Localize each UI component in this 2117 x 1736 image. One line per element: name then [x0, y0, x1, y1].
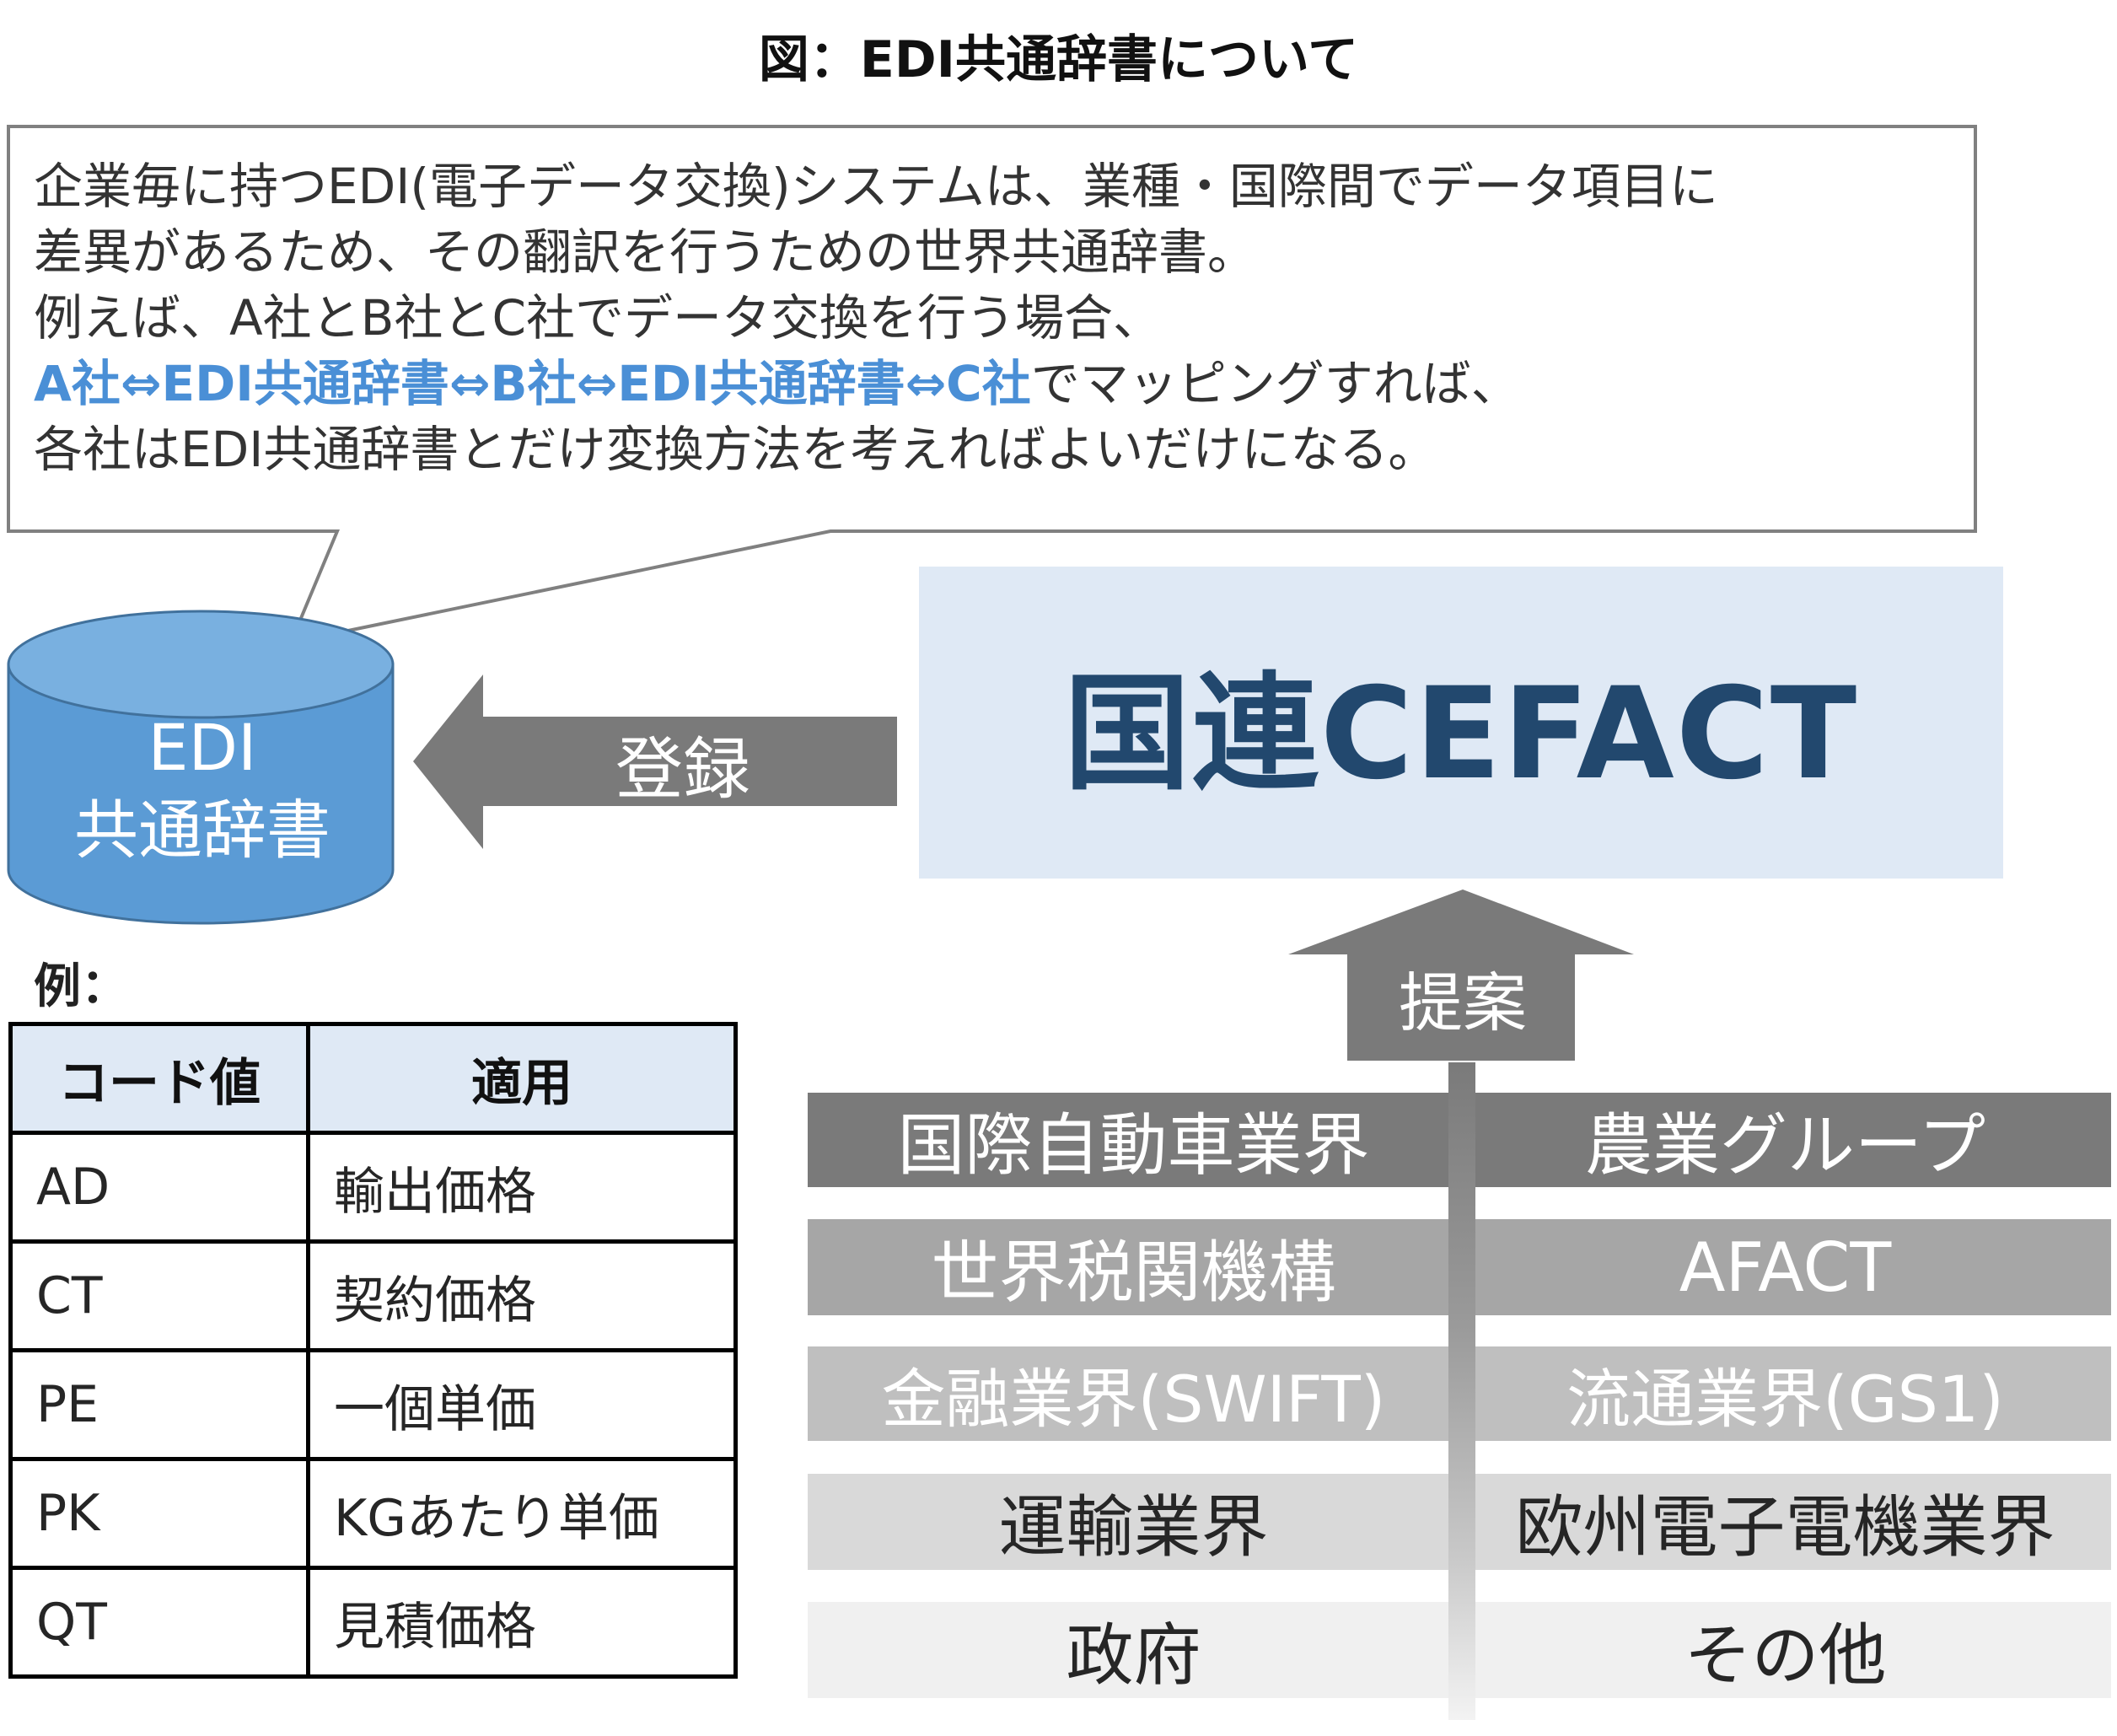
column-header: 適用: [306, 1022, 738, 1135]
callout-line: 企業毎に持つEDI(電子データ交換)システムは、業種・国際間でデータ項目に: [34, 158, 1718, 215]
organization-right: 欧州電子電機業界: [1515, 1488, 2055, 1567]
callout-line: A社⇔EDI共通辞書⇔B社⇔EDI共通辞書⇔C社でマッピングすれば、: [34, 351, 1956, 417]
usage-cell: 輸出価格: [306, 1131, 738, 1244]
code-cell: QT: [8, 1566, 310, 1679]
organization-left: 政府: [1066, 1616, 1201, 1695]
table-row: PK KGあたり単価: [8, 1457, 738, 1570]
table-header-row: コード値 適用: [8, 1022, 738, 1135]
callout-bubble: [7, 125, 1977, 645]
propose-arrow-shaft: [1448, 1062, 1475, 1720]
callout-text: 企業毎に持つEDI(電子データ交換)システムは、業種・国際間でデータ項目に 差異…: [34, 153, 1956, 482]
table-row: QT 見積価格: [8, 1566, 738, 1679]
organization-left: 運輸業界: [998, 1488, 1269, 1567]
code-table: コード値 適用 AD 輸出価格 CT 契約価格 PE 一個単価 PK KGあたり…: [8, 1022, 738, 1679]
example-label: 例：: [34, 959, 128, 1014]
organization-left: 国際自動車業界: [897, 1106, 1370, 1185]
organization-left: 金融業界(SWIFT): [881, 1362, 1386, 1437]
organization-right: 流通業界(GS1): [1566, 1362, 2004, 1437]
code-cell: PE: [8, 1348, 310, 1461]
database-icon: [7, 610, 395, 925]
table-row: AD 輸出価格: [8, 1131, 738, 1244]
propose-label: 提案: [1399, 965, 1527, 1040]
usage-cell: KGあたり単価: [306, 1457, 738, 1570]
callout-line: 例えば、A社とB社とC社でデータ交換を行う場合、: [34, 289, 1162, 347]
table-row: PE 一個単価: [8, 1348, 738, 1461]
cefact-label: 国連CEFACT: [1063, 660, 1859, 808]
table-row: CT 契約価格: [8, 1239, 738, 1352]
database-label-line1: EDI: [148, 710, 257, 785]
organization-right: 農業グループ: [1584, 1106, 1986, 1185]
code-cell: PK: [8, 1457, 310, 1570]
database-label: EDI 共通辞書: [8, 707, 396, 872]
callout-line-rest: でマッピングすれば、: [1030, 355, 1520, 412]
code-cell: CT: [8, 1239, 310, 1352]
callout-line: 各社はEDI共通辞書とだけ変換方法を考えればよいだけになる。: [34, 421, 1437, 478]
register-arrow: [413, 675, 897, 849]
mapping-chain: A社⇔EDI共通辞書⇔B社⇔EDI共通辞書⇔C社: [34, 355, 1031, 412]
database-label-line2: 共通辞書: [74, 793, 330, 868]
organization-left: 世界税関機構: [931, 1233, 1336, 1312]
callout-line: 差異があるため、その翻訳を行うための世界共通辞書。: [34, 223, 1257, 281]
usage-cell: 一個単価: [306, 1348, 738, 1461]
column-header: コード値: [8, 1022, 310, 1135]
organization-right: AFACT: [1679, 1228, 1892, 1307]
organization-band: 金融業界(SWIFT) 流通業界(GS1): [808, 1346, 2111, 1441]
propose-arrow: [1288, 889, 1634, 1061]
usage-cell: 契約価格: [306, 1239, 738, 1352]
organization-right: その他: [1684, 1616, 1887, 1695]
register-label: 登録: [615, 730, 750, 809]
cefact-box: 国連CEFACT: [919, 567, 2003, 879]
page-title: 図：EDI共通辞書について: [758, 30, 1359, 89]
usage-cell: 見積価格: [306, 1566, 738, 1679]
code-cell: AD: [8, 1131, 310, 1244]
